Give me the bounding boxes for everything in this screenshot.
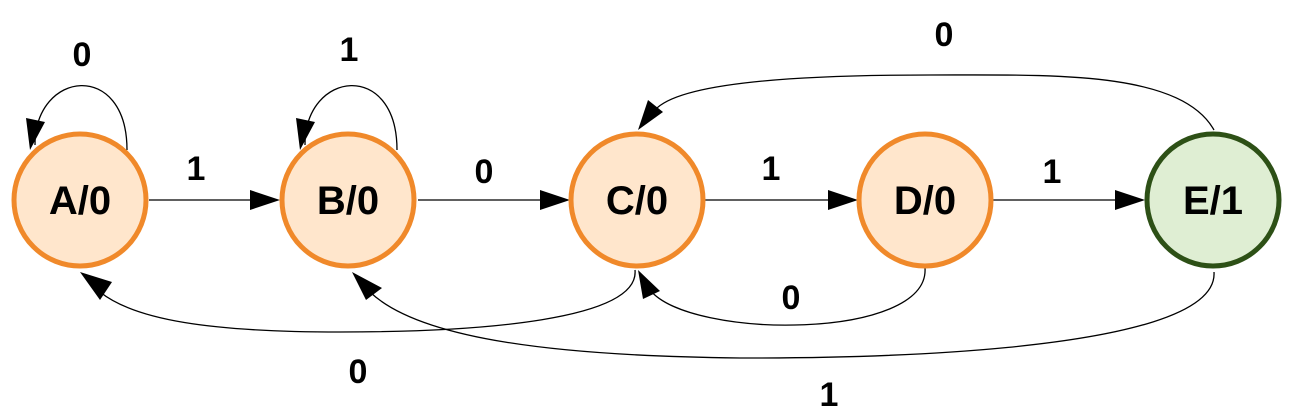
state-d[interactable]: D/0 (856, 131, 994, 269)
label-e-to-c: 0 (935, 16, 954, 54)
edge-c-to-a (99, 269, 636, 333)
state-b-circle (279, 131, 417, 269)
state-c[interactable]: C/0 (568, 131, 706, 269)
arrowhead-c-to-a (80, 272, 112, 300)
state-c-circle (568, 131, 706, 269)
state-a[interactable]: A/0 (11, 131, 149, 269)
states: A/0 B/0 C/0 D/0 E/1 (11, 131, 1282, 269)
arrowhead-a-to-b (250, 190, 280, 210)
transition-arrows (26, 74, 1215, 359)
state-e[interactable]: E/1 (1144, 131, 1282, 269)
label-a-to-a: 0 (73, 36, 92, 74)
edge-e-to-b (369, 271, 1215, 359)
state-a-circle (11, 131, 149, 269)
state-e-circle (1144, 131, 1282, 269)
arrowhead-d-to-e (1115, 190, 1145, 210)
edge-d-to-c (649, 267, 926, 326)
arrowhead-a-to-a (26, 118, 45, 150)
arrowhead-b-to-b (296, 118, 315, 150)
arrowhead-d-to-c (638, 270, 660, 299)
state-a-label: A/0 (49, 179, 111, 223)
label-a-to-b: 1 (187, 150, 206, 188)
arrowhead-e-to-b (352, 272, 382, 300)
label-d-to-c: 0 (782, 279, 801, 317)
state-d-label: D/0 (894, 179, 956, 223)
label-c-to-d: 1 (762, 150, 781, 188)
label-b-to-c: 0 (475, 153, 494, 191)
state-d-circle (856, 131, 994, 269)
label-b-to-b: 1 (340, 31, 359, 69)
label-c-to-a: 0 (349, 353, 368, 391)
arrowhead-b-to-c (540, 190, 570, 210)
label-d-to-e: 1 (1043, 153, 1062, 191)
transition-labels: 0 1 1 0 1 1 0 0 0 1 (73, 16, 1062, 414)
edge-e-to-c (654, 74, 1215, 131)
state-c-label: C/0 (606, 179, 668, 223)
state-b[interactable]: B/0 (279, 131, 417, 269)
arrowhead-e-to-c (638, 100, 663, 130)
edge-b-to-b (304, 85, 398, 151)
state-e-label: E/1 (1183, 179, 1243, 223)
edge-a-to-a (34, 85, 128, 151)
arrowhead-c-to-d (828, 190, 858, 210)
label-e-to-b: 1 (820, 376, 839, 414)
state-b-label: B/0 (317, 179, 379, 223)
